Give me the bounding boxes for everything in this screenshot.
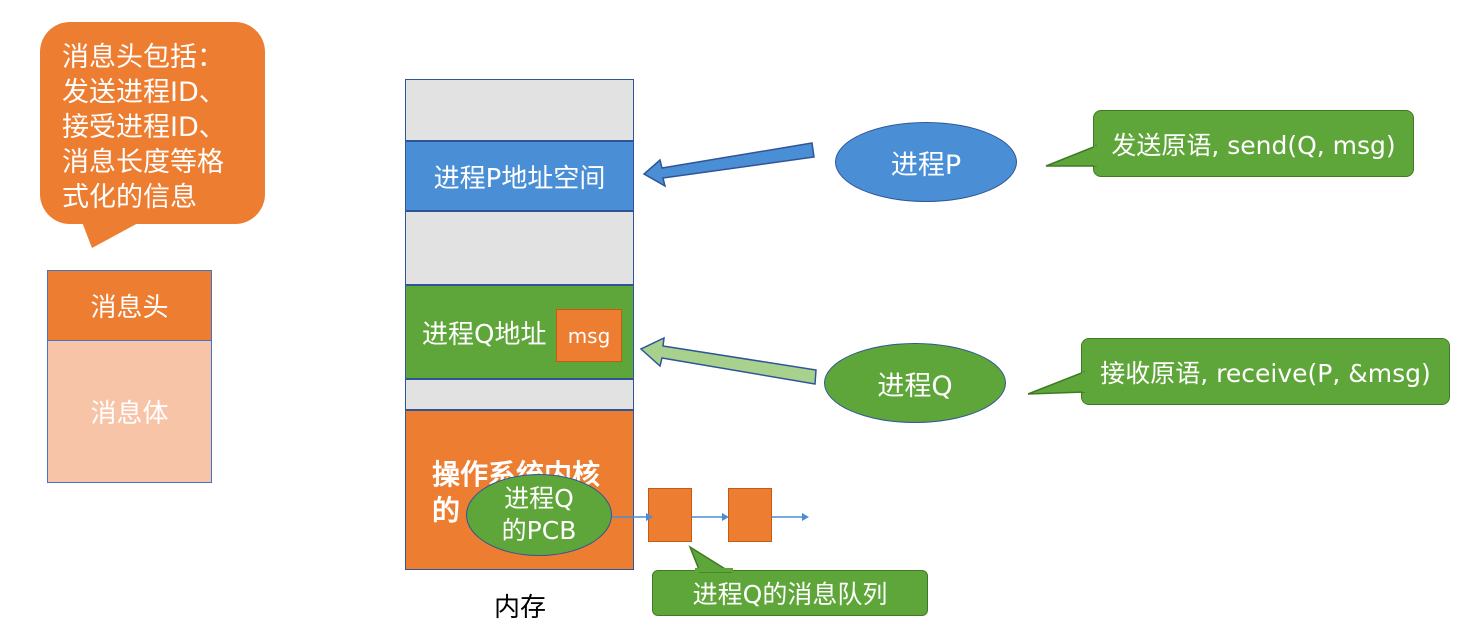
memory-gap <box>405 211 634 285</box>
message-queue-node <box>728 488 772 542</box>
kernel-label-line: 的 <box>432 494 461 527</box>
receive-callout-tail <box>1027 370 1085 395</box>
callout-line: 发送进程ID、 <box>62 77 226 108</box>
message-head-block: 消息头 <box>47 270 212 341</box>
process-q-ellipse: 进程Q <box>824 343 1006 423</box>
memory-label: 内存 <box>493 592 546 623</box>
callout-line: 消息头包括： <box>62 42 224 73</box>
send-callout-tail <box>1045 144 1097 167</box>
send-primitive-callout: 发送原语, send(Q, msg) <box>1093 110 1414 177</box>
callout-line: 消息长度等格 <box>62 147 224 178</box>
msg-buffer: msg <box>556 309 622 362</box>
process-q-pcb: 进程Q 的PCB <box>466 474 612 556</box>
pcb-label-line: 进程Q <box>504 484 574 513</box>
receive-primitive-callout: 接收原语, receive(P, &msg) <box>1081 338 1450 405</box>
message-queue-callout: 进程Q的消息队列 <box>652 570 928 616</box>
send-arrow <box>642 142 815 188</box>
callout-line: 式化的信息 <box>62 182 197 213</box>
process-p-address-space: 进程P地址空间 <box>405 141 634 211</box>
callout-line: 接受进程ID、 <box>62 112 226 143</box>
memory-gap <box>405 379 634 410</box>
receive-arrow <box>639 336 817 385</box>
header-callout-tail <box>82 222 140 248</box>
process-p-ellipse: 进程P <box>835 122 1017 202</box>
memory-gap <box>405 79 634 141</box>
message-header-callout: 消息头包括： 发送进程ID、 接受进程ID、 消息长度等格 式化的信息 <box>40 22 265 224</box>
pcb-label-line: 的PCB <box>501 516 577 545</box>
message-body-block: 消息体 <box>47 341 212 483</box>
